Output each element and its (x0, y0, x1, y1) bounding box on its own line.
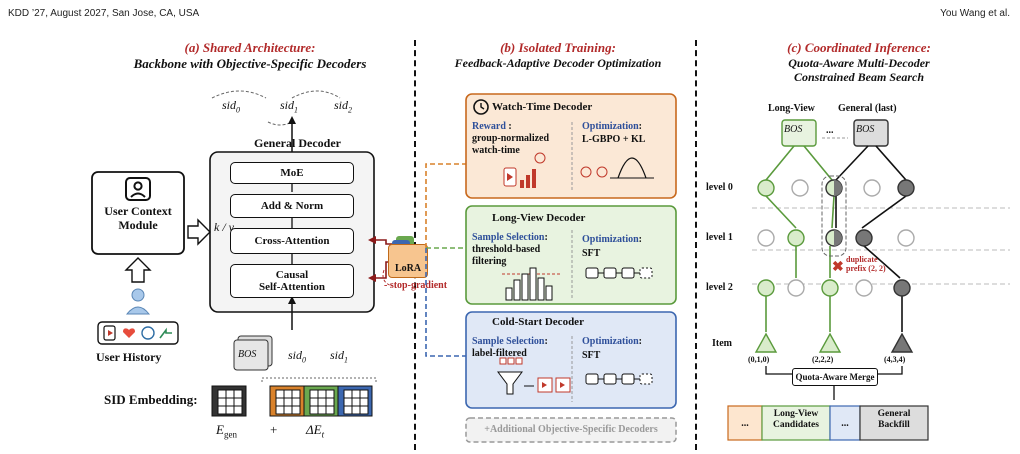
panel-c-graphics: ✖ (727, 119, 1010, 441)
cand-dots-2: ... (841, 417, 849, 429)
decoder-label: General Decoder (254, 136, 341, 150)
moe-block: MoE (230, 162, 354, 184)
watch-reward-label: Reward : (472, 121, 512, 132)
long-view-opt-label: Optimization: (582, 234, 643, 245)
general-beam-label: General (last) (838, 103, 897, 114)
bos-long-view: BOS (784, 124, 803, 135)
watch-time-decoder-title: Watch-Time Decoder (492, 101, 593, 113)
watch-opt-value: L-GBPO + KL (582, 134, 646, 145)
stop-gradient-label: - stop-gradient (384, 280, 448, 291)
cold-start-sel-desc: label-filtered (472, 348, 527, 359)
sid-in-0: sid0 (288, 348, 307, 365)
plus-sign: + (270, 422, 278, 437)
cand-dots-1: ... (741, 417, 749, 429)
panel-c-subtitle-2: Constrained Beam Search (793, 70, 925, 84)
header-authors: You Wang et al. (940, 8, 1010, 19)
item-label: Item (712, 338, 732, 349)
cold-start-decoder-title: Cold-Start Decoder (492, 316, 584, 328)
tuple-1: (2,2,2) (812, 355, 834, 364)
sid-embedding-label: SID Embedding: (104, 392, 198, 407)
delta-e-label: ΔEt (306, 422, 325, 440)
bos-general: BOS (856, 124, 875, 135)
header-venue: KDD ’27, August 2027, San Jose, CA, USA (8, 8, 200, 19)
panel-a-subtitle: Backbone with Objective-Specific Decoder… (133, 56, 367, 71)
sid-in-1: sid1 (330, 348, 349, 365)
level-0-label: level 0 (706, 182, 733, 193)
cross-attention-block: Cross-Attention (230, 228, 354, 254)
panel-b-subtitle: Feedback-Adaptive Decoder Optimization (454, 56, 662, 70)
additional-decoders: +Additional Objective-Specific Decoders (484, 424, 658, 435)
tuple-2: (4,3,4) (884, 355, 906, 364)
lora-adapter: LoRA (388, 244, 428, 278)
addnorm-block: Add & Norm (230, 194, 354, 218)
panel-a-title: (a) Shared Architecture: (184, 40, 316, 55)
long-view-opt-value: SFT (582, 248, 601, 259)
bos-token: BOS (238, 349, 257, 360)
cold-start-sel-label: Sample Selection: (472, 336, 548, 347)
panel-c-title: (c) Coordinated Inference: (787, 40, 931, 55)
level-1-label: level 1 (706, 232, 733, 243)
sid-top-1: sid1 (280, 98, 299, 115)
beam-dots: ... (826, 125, 834, 136)
sid-top-0: sid0 (222, 98, 241, 115)
panel-b-title: (b) Isolated Training: (500, 40, 616, 55)
panel-a-graphics (91, 90, 414, 417)
long-view-sel-label: Sample Selection: (472, 232, 548, 243)
tuple-0: (0,1,0) (748, 355, 770, 364)
watch-opt-label: Optimization: (582, 121, 643, 132)
cold-start-opt-label: Optimization: (582, 336, 643, 347)
kv-label: k / v (214, 220, 234, 234)
panel-b-graphics (425, 93, 677, 443)
svg-text:✖: ✖ (832, 258, 844, 274)
long-view-beam-label: Long-View (768, 103, 815, 114)
long-view-decoder-title: Long-View Decoder (492, 212, 586, 224)
user-history-label: User History (96, 350, 162, 364)
quota-aware-merge: Quota-Aware Merge (792, 368, 878, 386)
sid-top-2: sid2 (334, 98, 353, 115)
e-gen-label: Egen (216, 422, 237, 440)
level-2-label: level 2 (706, 282, 733, 293)
panel-c-subtitle-1: Quota-Aware Multi-Decoder (788, 56, 930, 70)
divider-bc (695, 40, 697, 450)
cold-start-opt-value: SFT (582, 350, 601, 361)
